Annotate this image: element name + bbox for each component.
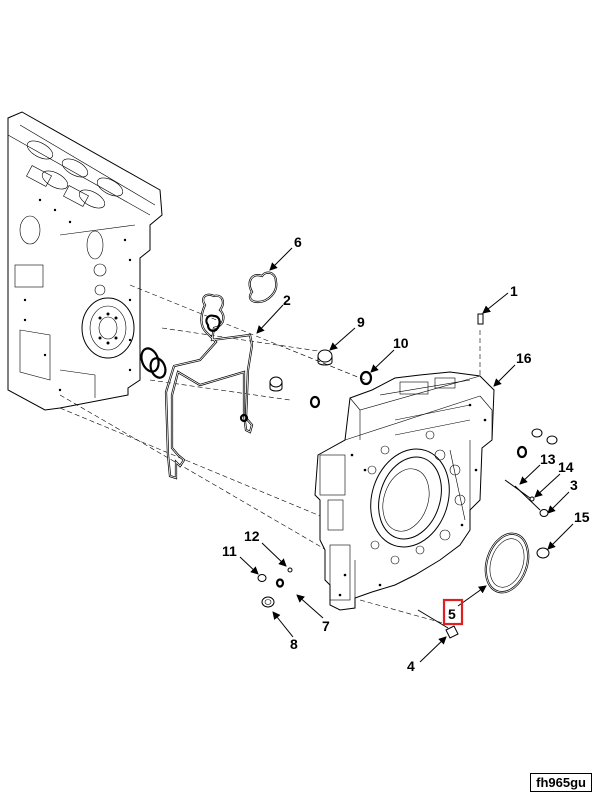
callout-10: 10 (393, 335, 409, 351)
seal-ring-part-5 (484, 532, 530, 594)
small-fasteners-left (257, 567, 293, 608)
callout-2: 2 (283, 292, 291, 308)
callout-15: 15 (574, 509, 590, 525)
gasket-part-2 (164, 293, 254, 480)
callout-11: 11 (222, 543, 237, 559)
leader-4 (419, 636, 447, 663)
callout-14: 14 (558, 459, 574, 475)
o-ring-part-10 (359, 370, 373, 386)
callout-13: 13 (540, 451, 556, 467)
plug-part-9 (317, 349, 333, 366)
leader-2 (256, 304, 284, 334)
callout-9: 9 (357, 314, 365, 330)
callout-5: 5 (448, 606, 456, 622)
leader-12 (261, 542, 287, 567)
highlight-box-callout-5 (442, 598, 464, 626)
callout-8: 8 (290, 636, 298, 652)
callout-12: 12 (244, 528, 260, 544)
callout-labels: 1 2 3 4 5 6 7 8 9 10 11 12 13 14 15 16 (222, 234, 590, 674)
callout-3: 3 (570, 477, 578, 493)
plug-and-o-ring-left (269, 376, 321, 409)
callout-16: 16 (516, 350, 532, 366)
leader-3 (547, 491, 570, 514)
callout-leaders (239, 247, 574, 663)
o-ring-pair-center (140, 347, 167, 379)
callout-7: 7 (322, 618, 330, 634)
leader-7 (296, 594, 324, 619)
callout-1: 1 (510, 283, 518, 299)
callout-4: 4 (407, 658, 415, 674)
leader-1 (482, 292, 509, 314)
dowel-part-1 (477, 313, 484, 325)
leader-6 (269, 247, 293, 271)
leader-10 (370, 349, 395, 373)
leader-13 (519, 464, 541, 485)
leader-16 (493, 364, 516, 387)
gasket-part-6 (248, 271, 278, 304)
flywheel-housing-part-16 (314, 371, 495, 611)
leader-11 (239, 556, 259, 575)
engine-block (7, 111, 163, 411)
leader-9 (329, 327, 356, 351)
leader-15 (547, 523, 574, 550)
figure-id-label: fh965gu (530, 773, 592, 792)
leader-8 (272, 611, 294, 638)
callout-6: 6 (294, 234, 302, 250)
leader-14 (534, 473, 561, 498)
